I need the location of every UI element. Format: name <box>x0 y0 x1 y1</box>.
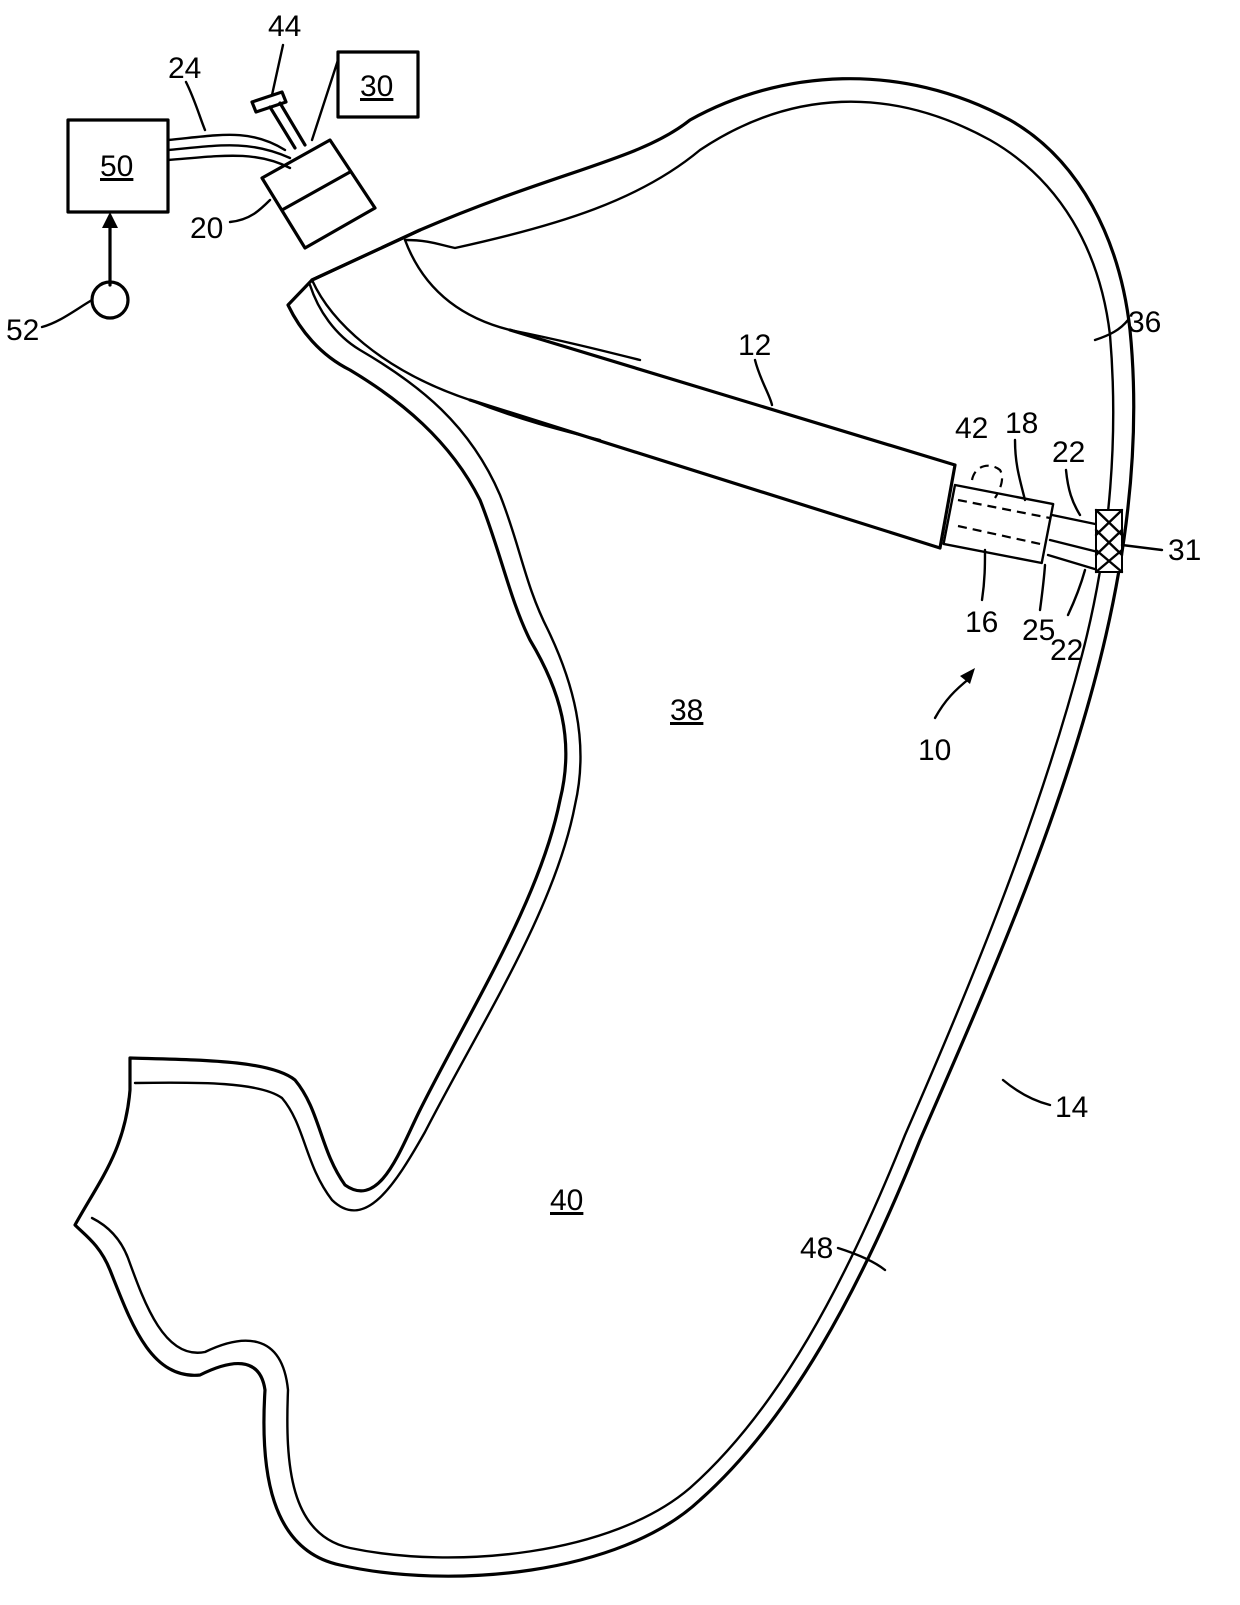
tubes-24 <box>168 135 290 168</box>
label-30: 30 <box>360 70 393 103</box>
label-18: 18 <box>1005 407 1038 440</box>
label-12: 12 <box>738 329 771 362</box>
label-48: 48 <box>800 1232 833 1265</box>
esophagus-inner-band <box>405 240 640 360</box>
label-40: 40 <box>550 1184 583 1217</box>
mesh-anchor <box>1096 510 1122 572</box>
leader-24 <box>186 82 205 130</box>
sheath-18 <box>944 485 1054 563</box>
inner-dashed-tube <box>958 500 1050 545</box>
arrow-10 <box>935 678 970 718</box>
leader-52 <box>42 300 92 327</box>
connector-20 <box>262 140 375 248</box>
label-25: 25 <box>1022 614 1055 647</box>
leader-20 <box>230 200 270 222</box>
leader-30 <box>312 60 338 140</box>
esophagus-opening <box>312 230 420 280</box>
label-10: 10 <box>918 734 951 767</box>
label-31: 31 <box>1168 534 1201 567</box>
label-14: 14 <box>1055 1091 1088 1124</box>
leader-44 <box>272 45 283 95</box>
arrowhead-10 <box>960 668 975 684</box>
leader-16 <box>982 550 985 600</box>
leader-48 <box>838 1248 885 1270</box>
label-22a: 22 <box>1052 436 1085 469</box>
leader-22a <box>1066 470 1080 515</box>
dashed-wire-42 <box>972 466 1002 498</box>
leader-12 <box>755 360 772 405</box>
stomach-outer-wall <box>75 79 1134 1577</box>
label-36: 36 <box>1128 306 1161 339</box>
stomach-inner-lining <box>92 102 1113 1558</box>
wires-22 <box>1048 515 1100 570</box>
leader-14 <box>1003 1080 1050 1105</box>
arrowhead-50 <box>102 212 118 228</box>
leader-18 <box>1015 440 1025 500</box>
leader-25 <box>1040 565 1045 610</box>
label-24: 24 <box>168 52 201 85</box>
label-20: 20 <box>190 212 223 245</box>
label-38: 38 <box>670 694 703 727</box>
label-50: 50 <box>100 150 133 183</box>
circle-52 <box>92 282 128 318</box>
label-44: 44 <box>268 10 301 43</box>
catheter-body <box>470 330 955 548</box>
leader-31 <box>1122 545 1162 550</box>
label-52: 52 <box>6 314 39 347</box>
label-42: 42 <box>955 412 988 445</box>
label-16: 16 <box>965 606 998 639</box>
leader-36 <box>1095 320 1128 340</box>
leader-22b <box>1068 570 1085 615</box>
esophagus-lower-band <box>312 280 600 440</box>
